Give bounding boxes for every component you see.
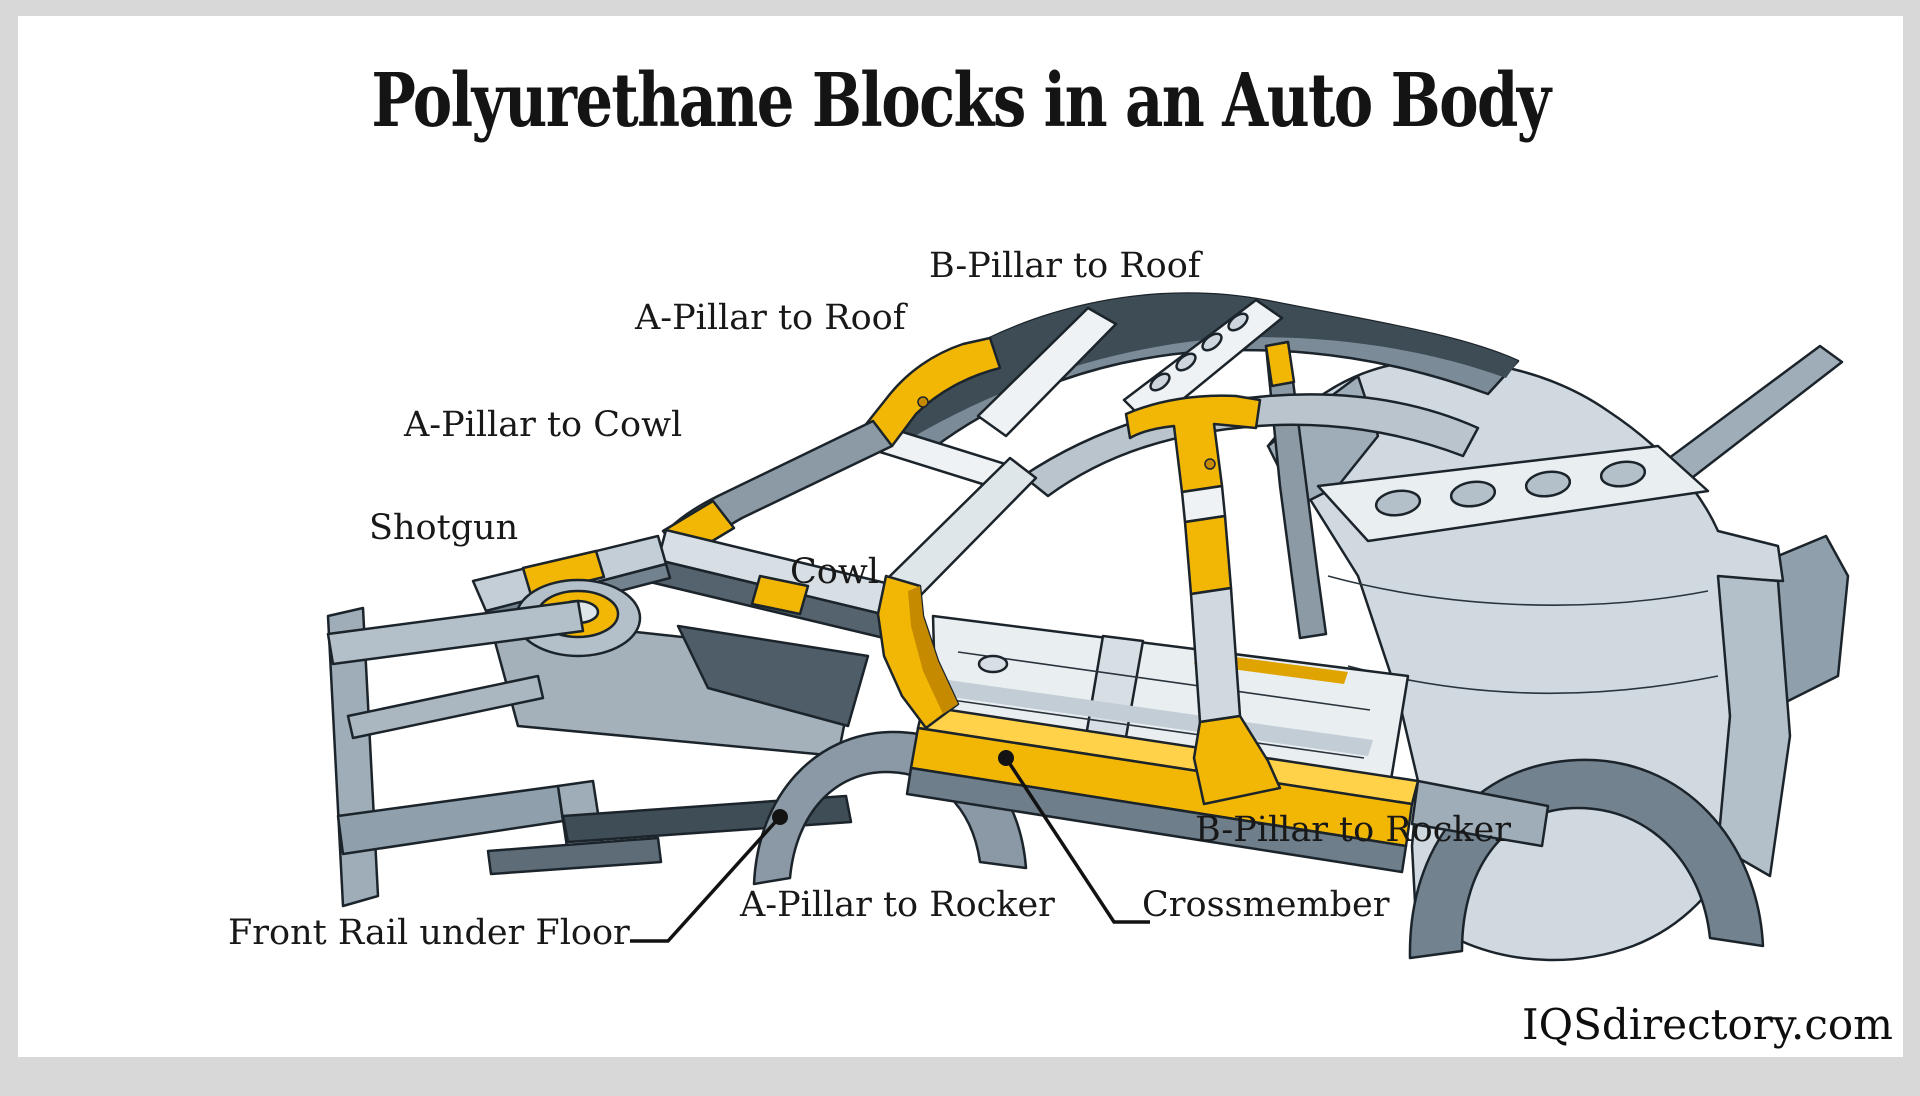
label-cowl: Cowl <box>790 552 880 592</box>
a-pillar <box>876 456 1038 730</box>
leader-crossmember <box>1004 757 1150 924</box>
label-a-pillar-to-rocker: A-Pillar to Rocker <box>740 885 1055 925</box>
label-a-pillar-to-roof: A-Pillar to Roof <box>635 298 906 338</box>
leader-lines <box>630 750 1150 943</box>
label-front-rail-under-floor: Front Rail under Floor <box>228 913 630 953</box>
block-a-pillar-to-roof <box>861 336 1002 448</box>
diagram-page: Polyurethane Blocks in an Auto Body B-Pi… <box>18 16 1903 1057</box>
b-pillar <box>1124 394 1282 806</box>
label-shotgun: Shotgun <box>369 508 519 548</box>
car-body-illustration <box>326 292 1850 962</box>
label-crossmember: Crossmember <box>1142 885 1390 925</box>
diagram-stage: Polyurethane Blocks in an Auto Body B-Pi… <box>18 16 1903 1057</box>
front-frame <box>326 599 605 908</box>
engine-bay <box>326 578 1028 908</box>
label-a-pillar-to-cowl: A-Pillar to Cowl <box>404 405 683 445</box>
watermark: IQSdirectory.com <box>1522 1000 1893 1049</box>
block-cowl <box>750 574 810 616</box>
label-b-pillar-to-roof: B-Pillar to Roof <box>929 246 1201 286</box>
roof-frame <box>861 292 1520 640</box>
block-b-pillar-to-roof <box>1124 394 1262 494</box>
leader-dot-front-rail <box>772 809 788 825</box>
block-shotgun <box>521 549 606 597</box>
page-title: Polyurethane Blocks in an Auto Body <box>371 58 1551 144</box>
leader-front-rail-under-floor <box>630 817 780 943</box>
front-upper-structure <box>471 419 900 640</box>
label-b-pillar-to-rocker: B-Pillar to Rocker <box>1195 810 1511 850</box>
block-b-pillar-to-rocker <box>1192 714 1282 806</box>
leader-dot-crossmember <box>998 750 1014 766</box>
rear-quarter-panel <box>1266 344 1850 962</box>
